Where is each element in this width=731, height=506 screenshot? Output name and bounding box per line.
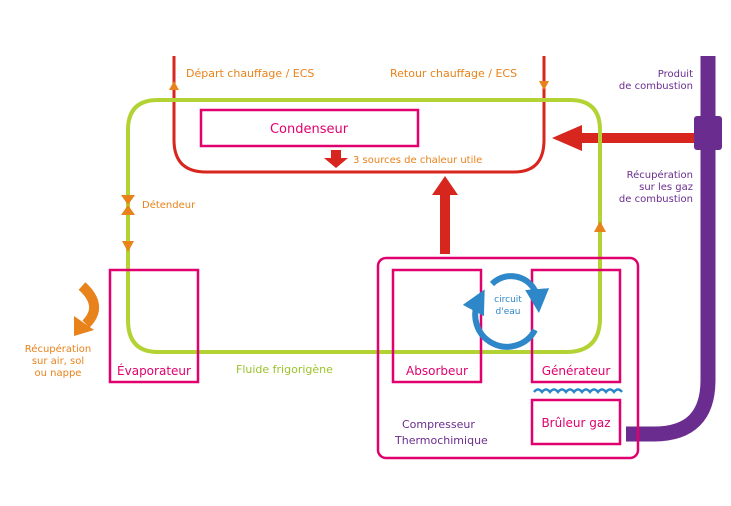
- generator-label: Générateur: [542, 364, 611, 378]
- heating-out-arrow: [169, 81, 179, 90]
- combustion-products-label-line2: de combustion: [619, 81, 693, 92]
- burner-label: Brûleur gaz: [541, 416, 610, 430]
- absorber-label: Absorbeur: [406, 364, 468, 378]
- flue-recovery-label-line1: Récupération: [627, 169, 693, 181]
- absorber-box: [391, 268, 483, 384]
- ambient-recovery-arrow: [78, 282, 99, 328]
- heating-return-label: Retour chauffage / ECS: [390, 67, 517, 80]
- expansion-valve-icon: [121, 195, 135, 215]
- heating-return-arrow: [539, 81, 549, 90]
- burner-box: [530, 398, 622, 446]
- refrigerant-arrow-up: [594, 221, 606, 232]
- expansion-valve-label: Détendeur: [142, 199, 196, 211]
- compressor-box: [376, 256, 640, 460]
- heating-out-label: Départ chauffage / ECS: [186, 67, 314, 80]
- condenser-label: Condenseur: [270, 122, 349, 137]
- generator-box: [530, 268, 622, 384]
- flue-heat-exchanger: [694, 116, 722, 150]
- ambient-recovery-label-line1: Récupération: [25, 343, 91, 355]
- evaporator-box: [108, 268, 200, 384]
- ambient-recovery-label-line2: sur air, sol: [32, 356, 84, 367]
- evaporator-label: Évaporateur: [117, 363, 191, 378]
- flue-pipe: [626, 56, 716, 442]
- water-circuit-label-line2: d'eau: [496, 307, 521, 317]
- combustion-products-label-line1: Produit: [658, 69, 693, 80]
- heating-water-circuit: [172, 56, 546, 174]
- ambient-recovery-arrowhead: [74, 316, 94, 336]
- flue-recovery-label-line2: sur les gaz: [639, 182, 693, 193]
- refrigerant-loop: [126, 98, 602, 354]
- water-circuit-icon: [462, 273, 550, 350]
- compressor-label-line1: Compresseur: [402, 418, 475, 431]
- flue-recovery-label-line3: de combustion: [619, 194, 693, 205]
- refrigerant-label: Fluide frigorigène: [236, 363, 333, 376]
- heat-sources-label: 3 sources de chaleur utile: [353, 155, 482, 166]
- flue-recovery-arrow: [552, 125, 694, 151]
- water-circuit-label-line1: circuit: [494, 295, 522, 305]
- ambient-recovery-label-line3: ou nappe: [35, 368, 82, 379]
- condenser-heat-arrow: [324, 150, 348, 168]
- compressor-label-line2: Thermochimique: [394, 434, 488, 447]
- refrigerant-arrow-down: [122, 241, 134, 252]
- flame-strip: [533, 388, 623, 394]
- condenser-box: [199, 108, 420, 148]
- generator-heat-arrow: [432, 176, 458, 254]
